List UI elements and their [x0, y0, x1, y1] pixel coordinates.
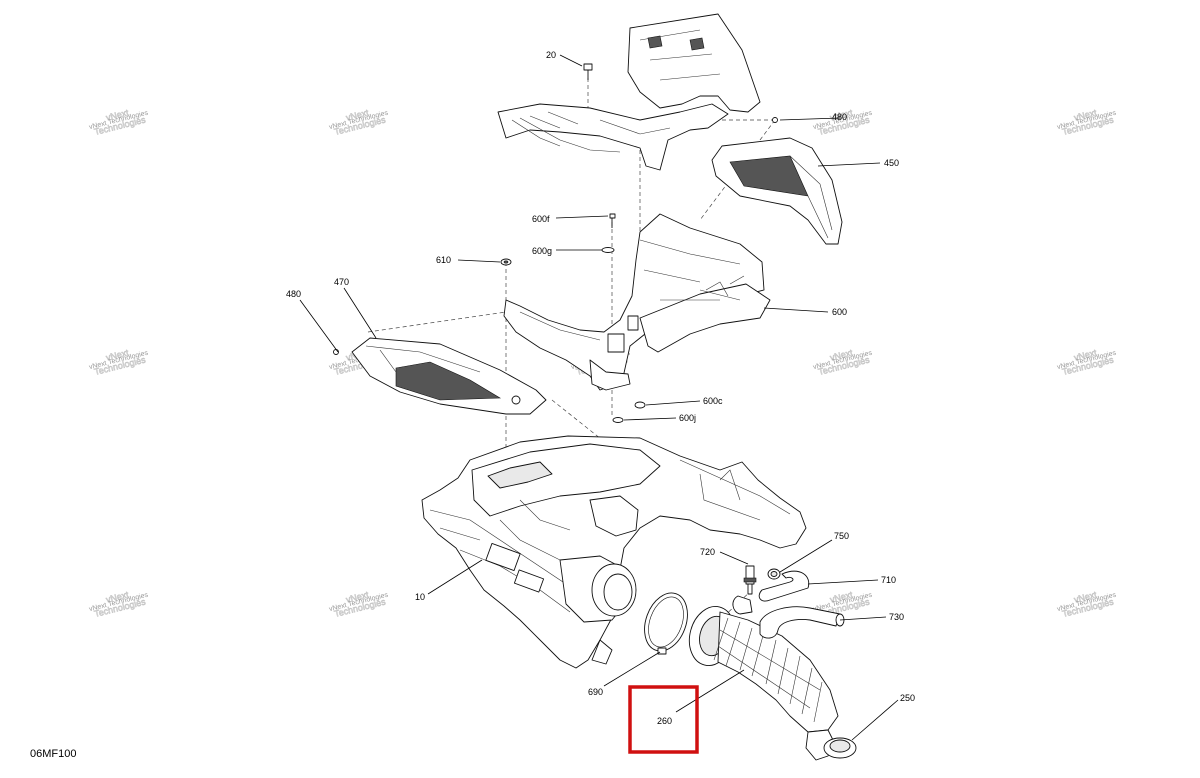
- hose-elbow: [732, 595, 753, 615]
- diagram-code: 06MF100: [30, 748, 76, 760]
- callout-labels: 20 480 450 600f 600g 610 470 480 600 600…: [286, 50, 915, 726]
- watermark: vNext Technologies vNext Technologies: [328, 107, 389, 137]
- hose-710: [758, 570, 810, 602]
- bolt-20: [583, 63, 593, 80]
- watermark: vNext Technologies vNext Technologies: [812, 347, 873, 377]
- callout-470: 470: [334, 277, 349, 287]
- clamp-690: [644, 592, 688, 655]
- screw-600j: [612, 417, 624, 423]
- callout-480-left: 480: [286, 289, 301, 299]
- intake-duct-260: [688, 606, 839, 761]
- watermark: vNext Technologies vNext Technologies: [88, 347, 149, 377]
- callout-710: 710: [881, 575, 896, 585]
- cap-250: [823, 737, 857, 759]
- watermark: vNext Technologies vNext Technologies: [1056, 107, 1117, 137]
- callout-690: 690: [588, 687, 603, 697]
- right-side-panel: [711, 137, 843, 245]
- watermark: vNext Technologies vNext Technologies: [1056, 347, 1117, 377]
- leader-lines: [299, 54, 899, 741]
- nut-600c: [634, 401, 646, 409]
- callout-600: 600: [832, 307, 847, 317]
- watermark: vNext Technologies vNext Technologies: [88, 589, 149, 619]
- callout-480-top: 480: [832, 112, 847, 122]
- callout-20: 20: [546, 50, 556, 60]
- callout-10: 10: [415, 592, 425, 602]
- callout-720: 720: [700, 547, 715, 557]
- callout-600c: 600c: [703, 396, 723, 406]
- watermark: vNext Technologies vNext Technologies: [328, 589, 389, 619]
- watermark: vNext Technologies vNext Technologies: [1056, 589, 1117, 619]
- nut-610: [500, 258, 512, 266]
- callout-750: 750: [834, 531, 849, 541]
- middle-frame-bracket: [503, 213, 771, 391]
- watermark: vNext Technologies vNext Technologies: [88, 107, 149, 137]
- upper-console-cover: [497, 13, 761, 171]
- highlight-box-260: [628, 685, 699, 754]
- washer-600g: [601, 247, 615, 253]
- callout-600g: 600g: [532, 246, 552, 256]
- callout-450: 450: [884, 158, 899, 168]
- cap-750: [767, 568, 781, 580]
- fitting-720: [743, 565, 757, 595]
- callout-260: 260: [657, 716, 672, 726]
- callout-730: 730: [889, 612, 904, 622]
- clip-480-top: [772, 117, 778, 123]
- airbox-housing: [421, 435, 807, 669]
- callout-610: 610: [436, 255, 451, 265]
- callout-600j: 600j: [679, 413, 696, 423]
- callout-250: 250: [900, 693, 915, 703]
- screw-600f: [609, 213, 616, 228]
- callout-600f: 600f: [532, 214, 550, 224]
- left-side-panel: [333, 337, 547, 415]
